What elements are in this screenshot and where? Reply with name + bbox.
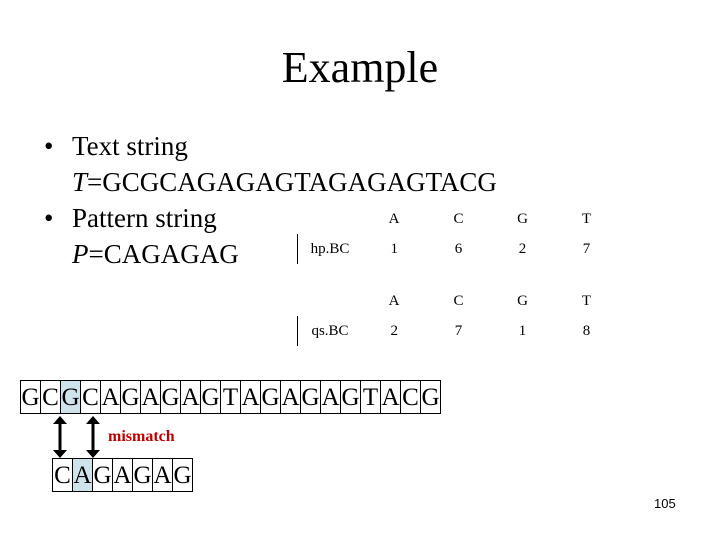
hp-value-row: hp.BC 1 6 2 7	[297, 234, 619, 264]
pattern-char: G	[132, 458, 153, 492]
text-char: A	[240, 380, 261, 414]
mismatch-label: mismatch	[108, 428, 175, 445]
pattern-string-line: P=CAGAGAG	[44, 236, 497, 272]
qs-value-c: 7	[454, 322, 463, 339]
qs-value-g: 1	[518, 322, 527, 339]
pattern-value: =CAGAGAG	[88, 239, 239, 269]
hp-value-t: 7	[582, 240, 591, 257]
qs-value-row: qs.BC 2 7 1 8	[297, 316, 619, 346]
slide-title: Example	[281, 43, 439, 92]
text-char: G	[120, 380, 141, 414]
mismatch-arrow-icon	[86, 416, 100, 458]
qs-bc-table: A C G T qs.BC 2 7 1 8	[297, 286, 619, 346]
hp-header-a: A	[388, 210, 400, 227]
text-char: C	[80, 380, 101, 414]
pattern-char: A	[112, 458, 133, 492]
bullet-list: • Text string T=GCGCAGAGAGTAGAGAGTACG • …	[44, 128, 497, 272]
hp-header-t: T	[581, 210, 592, 227]
hp-header-row: A C G T	[298, 204, 619, 234]
alignment-arrow-icon	[53, 416, 67, 458]
qs-value-a: 2	[390, 322, 399, 339]
text-char: A	[280, 380, 301, 414]
hp-bc-table: A C G T hp.BC 1 6 2 7	[297, 204, 619, 264]
text-char: C	[40, 380, 61, 414]
text-char: G	[420, 380, 441, 414]
text-sequence: G C G C A G A G A G T A G A G A G T A C …	[20, 380, 441, 414]
text-char: G	[20, 380, 41, 414]
text-char: G	[160, 380, 181, 414]
text-char: T	[220, 380, 241, 414]
text-char: A	[380, 380, 401, 414]
bullet-pattern-string: • Pattern string	[44, 200, 497, 236]
pattern-sequence: C A G A G A G	[52, 458, 193, 492]
text-char: G	[340, 380, 361, 414]
text-value: =GCGCAGAGAGTAGAGAGTACG	[87, 167, 497, 197]
pattern-char: G	[92, 458, 113, 492]
pattern-var: P	[72, 239, 89, 269]
bullet-text-string: • Text string	[44, 128, 497, 164]
hp-header-c: C	[453, 210, 464, 227]
pattern-char: C	[52, 458, 73, 492]
hp-header-g: G	[517, 210, 528, 227]
hp-label: hp.BC	[297, 234, 362, 264]
text-string-label: Text string	[72, 131, 188, 161]
pattern-char: A	[152, 458, 173, 492]
hp-value-a: 1	[390, 240, 399, 257]
text-char-highlighted: G	[60, 380, 81, 414]
text-char: C	[400, 380, 421, 414]
text-char: A	[100, 380, 121, 414]
text-char: A	[140, 380, 161, 414]
qs-header-c: C	[453, 292, 464, 309]
pattern-char-highlighted: A	[72, 458, 93, 492]
pattern-string-label: Pattern string	[72, 203, 217, 233]
qs-value-t: 8	[582, 322, 591, 339]
hp-value-c: 6	[454, 240, 463, 257]
text-char: T	[360, 380, 381, 414]
hp-value-g: 2	[518, 240, 527, 257]
hp-empty-cell	[298, 204, 363, 234]
text-char: G	[200, 380, 221, 414]
bullet-icon: •	[44, 203, 54, 233]
page-number: 105	[654, 496, 676, 511]
pattern-char: G	[172, 458, 193, 492]
text-char: A	[320, 380, 341, 414]
text-var: T	[72, 167, 88, 197]
qs-header-t: T	[581, 292, 592, 309]
qs-label: qs.BC	[297, 316, 362, 346]
text-char: A	[180, 380, 201, 414]
text-string-line: T=GCGCAGAGAGTAGAGAGTACG	[44, 164, 497, 200]
text-char: G	[260, 380, 281, 414]
bullet-icon: •	[44, 131, 54, 161]
qs-header-g: G	[517, 292, 528, 309]
qs-header-a: A	[388, 292, 400, 309]
text-char: G	[300, 380, 321, 414]
qs-header-row: A C G T	[298, 286, 619, 316]
qs-empty-cell	[298, 286, 363, 316]
